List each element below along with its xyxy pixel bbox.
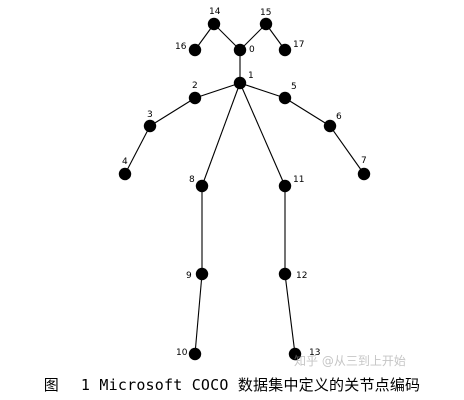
edge-2-3 (149, 97, 196, 127)
keypoint-label-10: 10 (176, 348, 188, 358)
edge-5-6 (284, 97, 331, 127)
caption-number: 1 (80, 376, 91, 394)
keypoint-11 (278, 179, 292, 193)
keypoint-5 (278, 91, 292, 105)
keypoint-16 (188, 43, 202, 57)
edge-9-10 (194, 273, 203, 355)
keypoint-label-12: 12 (296, 271, 307, 281)
keypoint-label-11: 11 (293, 175, 304, 185)
keypoint-label-6: 6 (336, 112, 342, 122)
skeleton-joints (118, 17, 371, 361)
edge-12-13 (284, 273, 296, 355)
keypoint-label-14: 14 (209, 7, 221, 17)
keypoint-label-7: 7 (361, 156, 367, 166)
keypoint-label-15: 15 (260, 8, 271, 18)
keypoint-label-4: 4 (122, 157, 128, 167)
figure-caption: 图 1 Microsoft COCO 数据集中定义的关节点编码 (0, 374, 464, 395)
edge-3-4 (124, 125, 151, 175)
keypoint-13 (288, 347, 302, 361)
edge-1-11 (239, 82, 286, 187)
keypoint-7 (357, 167, 371, 181)
edge-1-8 (201, 82, 241, 187)
keypoint-8 (195, 179, 209, 193)
caption-text: Microsoft COCO 数据集中定义的关节点编码 (99, 376, 421, 394)
keypoint-17 (278, 43, 292, 57)
keypoint-15 (259, 17, 273, 31)
caption-prefix: 图 (43, 376, 59, 394)
keypoint-label-2: 2 (192, 81, 198, 91)
keypoint-1 (233, 76, 247, 90)
keypoint-4 (118, 167, 132, 181)
keypoint-label-8: 8 (189, 175, 195, 185)
edge-1-5 (239, 82, 286, 99)
keypoint-10 (188, 347, 202, 361)
keypoint-label-1: 1 (248, 71, 254, 81)
keypoint-6 (323, 119, 337, 133)
keypoint-label-3: 3 (147, 110, 153, 120)
keypoint-label-16: 16 (175, 42, 187, 52)
keypoint-label-13: 13 (309, 348, 320, 358)
keypoint-0 (233, 43, 247, 57)
skeleton-edges (124, 23, 365, 355)
edge-6-7 (329, 125, 365, 175)
keypoint-3 (143, 119, 157, 133)
keypoint-14 (207, 17, 221, 31)
keypoint-label-0: 0 (249, 45, 255, 55)
keypoint-2 (188, 91, 202, 105)
keypoint-9 (195, 267, 209, 281)
keypoint-12 (278, 267, 292, 281)
keypoint-label-5: 5 (291, 82, 297, 92)
watermark: 知乎 @从三到上开始 (294, 354, 406, 368)
keypoint-label-9: 9 (186, 271, 192, 281)
edge-1-2 (194, 82, 241, 99)
keypoint-label-17: 17 (293, 40, 304, 50)
